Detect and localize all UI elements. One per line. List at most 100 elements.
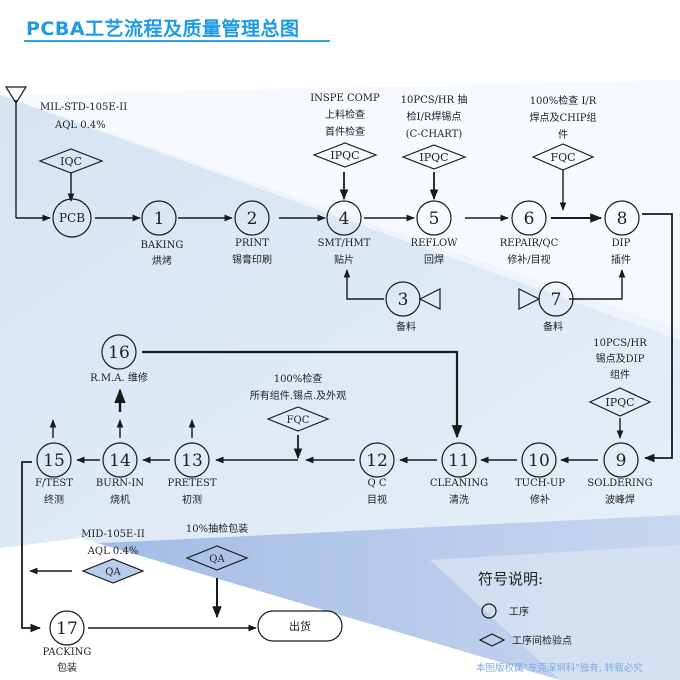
node-2: 2 PRINT 锡膏印刷	[232, 200, 272, 266]
svg-text:INSPE COMP: INSPE COMP	[310, 93, 380, 104]
legend-label-checkpoint: 工序间检验点	[512, 634, 572, 647]
svg-text:回焊: 回焊	[424, 254, 444, 266]
edge-15-17	[21, 461, 42, 633]
svg-text:TUCH-UP: TUCH-UP	[515, 478, 565, 489]
node-9: 9 SOLDERING 波峰焊	[587, 442, 653, 506]
svg-text:上料检查: 上料检查	[325, 108, 365, 121]
svg-text:PRETEST: PRETEST	[167, 478, 216, 489]
svg-text:IQC: IQC	[60, 155, 82, 168]
edge-16-11	[142, 350, 463, 439]
page-title: PCBA工艺流程及质量管理总图	[26, 18, 300, 40]
material-triangle-icon	[518, 288, 541, 310]
svg-text:BAKING: BAKING	[141, 240, 184, 251]
svg-text:贴片: 贴片	[334, 253, 354, 266]
svg-text:备料: 备料	[543, 320, 563, 333]
title-underline	[24, 40, 330, 42]
node-5: 5 REFLOW 回焊	[411, 200, 459, 266]
svg-text:初测: 初测	[182, 493, 202, 506]
svg-text:SMT/HMT: SMT/HMT	[318, 238, 371, 249]
svg-text:10: 10	[528, 451, 550, 471]
svg-text:6: 6	[524, 209, 535, 229]
svg-text:3: 3	[398, 290, 409, 310]
node-6: 6 REPAIR/QC 修补/目视	[500, 200, 559, 266]
svg-text:组件: 组件	[610, 368, 630, 381]
svg-text:2: 2	[247, 209, 258, 229]
start-triangle-icon	[4, 86, 28, 105]
svg-text:5: 5	[429, 209, 440, 229]
edge-8-9	[642, 213, 673, 463]
svg-text:清洗: 清洗	[449, 493, 469, 506]
svg-text:件: 件	[558, 129, 568, 141]
svg-text:AQL 0.4%: AQL 0.4%	[87, 546, 139, 557]
node-3: 3 备料	[385, 281, 441, 333]
legend-label-process: 工序	[509, 605, 529, 618]
legend: 符号说明: 工序 工序间检验点	[478, 570, 572, 647]
svg-text:PCB: PCB	[59, 211, 85, 225]
svg-text:4: 4	[339, 209, 350, 229]
svg-text:100%检查: 100%检查	[274, 372, 323, 385]
svg-text:备料: 备料	[396, 320, 416, 333]
svg-text:12: 12	[366, 451, 388, 471]
svg-text:IPQC: IPQC	[605, 396, 634, 409]
svg-text:修补/目视: 修补/目视	[507, 253, 550, 266]
svg-text:FQC: FQC	[550, 151, 575, 164]
edge-7-8	[569, 269, 626, 300]
svg-text:8: 8	[617, 209, 628, 229]
svg-text:目视: 目视	[367, 493, 387, 506]
checkpoint-qa-mid: MID-105E-II AQL 0.4% QA	[81, 529, 145, 584]
svg-text:17: 17	[56, 619, 78, 639]
svg-text:CLEANING: CLEANING	[430, 478, 488, 489]
svg-text:IPQC: IPQC	[330, 149, 359, 162]
svg-text:终测: 终测	[44, 493, 64, 506]
svg-text:PRINT: PRINT	[235, 238, 269, 249]
svg-text:7: 7	[551, 290, 562, 310]
edge-3-4	[343, 269, 384, 300]
svg-text:15: 15	[43, 451, 65, 471]
checkpoint-fqc-repair: 100%检查 I/R 焊点及CHIP组 件 FQC	[529, 94, 597, 171]
checkpoint-ipqc-smt: INSPE COMP 上料检查 首件检查 IPQC	[310, 93, 380, 168]
legend-circle-icon	[481, 603, 497, 619]
checkpoint-qa-pack: 10%抽检包装 QA	[185, 522, 249, 571]
svg-text:(C-CHART): (C-CHART)	[406, 129, 463, 140]
checkpoint-ipqc-reflow: 10PCS/HR 抽 检I/R焊锡点 (C-CHART) IPQC	[401, 93, 468, 170]
svg-text:100%检查 I/R: 100%检查 I/R	[530, 94, 597, 107]
svg-text:锡膏印刷: 锡膏印刷	[232, 253, 272, 266]
node-4: 4 SMT/HMT 贴片	[318, 200, 371, 266]
node-11: 11 CLEANING 清洗	[430, 442, 488, 506]
node-8: 8 DIP 插件	[604, 200, 640, 266]
material-triangle-icon	[418, 288, 441, 310]
svg-text:R.M.A. 维修: R.M.A. 维修	[90, 371, 148, 384]
node-1: 1 BAKING 烘烤	[141, 200, 184, 267]
svg-text:REFLOW: REFLOW	[411, 238, 459, 249]
svg-text:IPQC: IPQC	[419, 151, 448, 164]
node-7: 7 备料	[518, 281, 574, 333]
node-16: 16 R.M.A. 维修	[90, 334, 148, 384]
svg-text:插件: 插件	[611, 253, 631, 266]
start-aql: AQL 0.4%	[54, 120, 106, 131]
node-17: 17 PACKING 包装	[43, 610, 92, 674]
node-15: 15 F/TEST 终测	[35, 442, 73, 506]
node-14: 14 BURN-IN 烧机	[96, 442, 144, 506]
svg-text:烧机: 烧机	[110, 493, 130, 506]
start-standard: MIL-STD-105E-II	[40, 102, 127, 113]
legend-diamond-icon	[478, 633, 506, 647]
node-12: 12 Q C 目视	[359, 442, 395, 506]
svg-text:14: 14	[109, 451, 131, 471]
svg-text:PACKING: PACKING	[43, 647, 92, 658]
svg-text:10%抽检包装: 10%抽检包装	[186, 522, 248, 535]
svg-text:QA: QA	[209, 554, 225, 565]
svg-text:10PCS/HR: 10PCS/HR	[593, 338, 647, 349]
node-13: 13 PRETEST 初测	[167, 442, 217, 506]
svg-text:16: 16	[108, 343, 130, 363]
svg-text:锡点及DIP: 锡点及DIP	[596, 352, 645, 365]
svg-text:F/TEST: F/TEST	[35, 478, 73, 489]
svg-text:修补: 修补	[530, 493, 550, 506]
svg-text:波峰焊: 波峰焊	[605, 493, 635, 506]
copyright-notice: 本图版权属"东莞深圳科"独有, 转载必究	[476, 662, 643, 674]
checkpoint-iqc: IQC	[38, 148, 104, 174]
svg-text:10PCS/HR 抽: 10PCS/HR 抽	[401, 93, 468, 106]
checkpoint-fqc-final: 100%检查 所有组件.锡点.及外观 FQC	[250, 372, 346, 432]
svg-text:烘烤: 烘烤	[152, 254, 172, 267]
